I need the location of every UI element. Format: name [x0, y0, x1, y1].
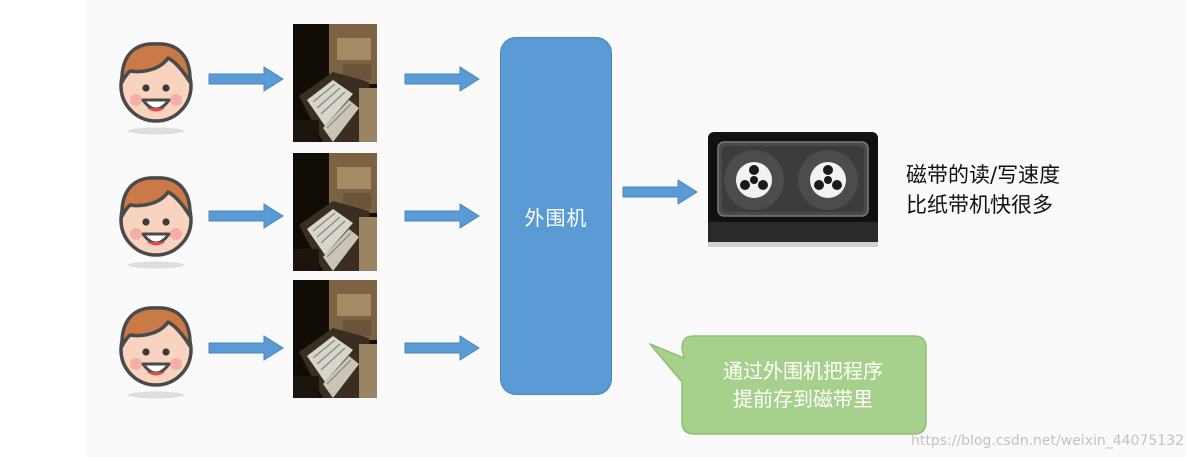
paper-tape-photo: [293, 280, 377, 398]
arrow-right-icon: [622, 179, 698, 205]
paper-tape-photo: [293, 24, 377, 142]
magnetic-tape-icon: [708, 132, 878, 247]
person-face-icon: [116, 172, 196, 272]
arrow-right-icon: [208, 335, 284, 361]
arrow-right-icon: [208, 66, 284, 92]
paper-tape-photo: [293, 153, 377, 271]
callout-bubble: [649, 335, 927, 435]
tape-note-line-2: 比纸带机快很多: [906, 193, 1053, 217]
tape-note-line-1: 磁带的读/写速度: [906, 163, 1061, 187]
person-face-icon: [116, 302, 196, 402]
watermark-url: https://blog.csdn.net/weixin_44075132: [910, 433, 1184, 449]
callout-text: 通过外围机把程序 提前存到磁带里: [680, 357, 926, 413]
callout-line-2: 提前存到磁带里: [733, 387, 873, 411]
person-face-icon: [116, 38, 196, 138]
arrow-right-icon: [404, 66, 480, 92]
tape-speed-note: 磁带的读/写速度 比纸带机快很多: [906, 160, 1106, 220]
arrow-right-icon: [404, 203, 480, 229]
callout-line-1: 通过外围机把程序: [723, 359, 883, 383]
arrow-right-icon: [404, 335, 480, 361]
peripheral-label: 外围机: [524, 205, 588, 230]
arrow-right-icon: [208, 203, 284, 229]
peripheral-machine-box: 外围机: [500, 37, 612, 395]
